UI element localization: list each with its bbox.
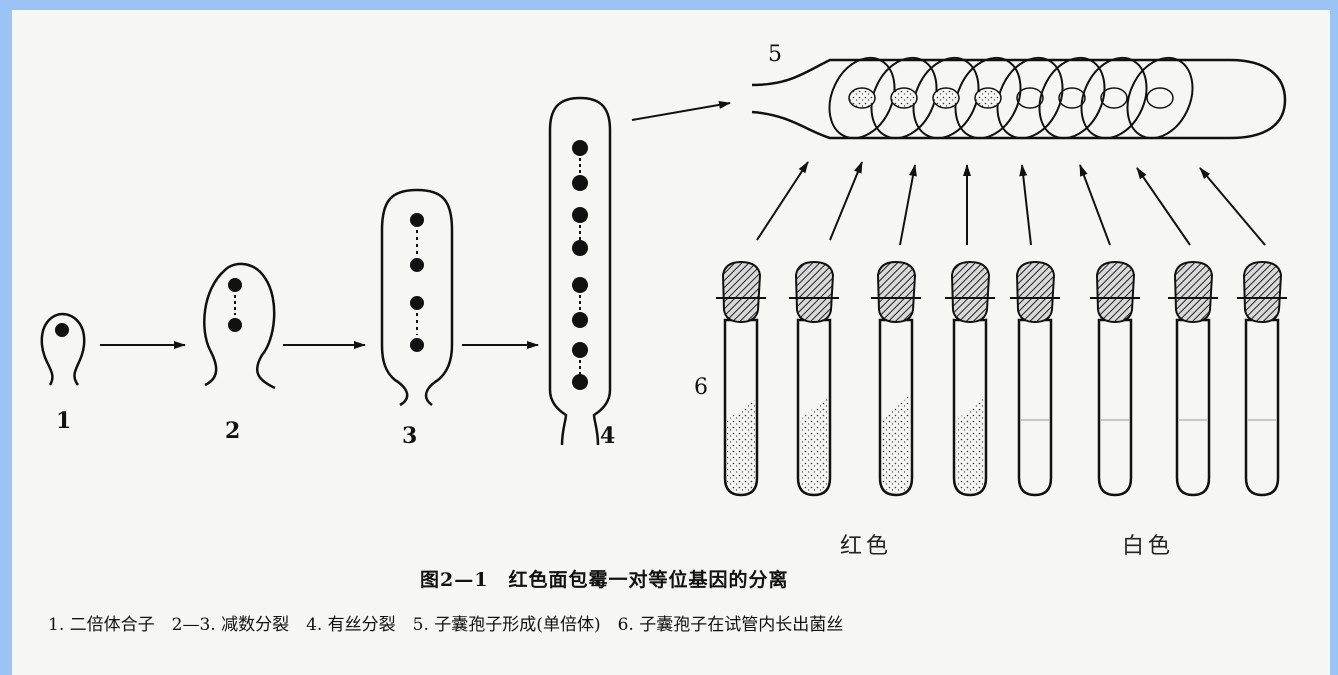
mitosis-cell-4 <box>550 98 610 445</box>
ascus-with-spores <box>752 47 1285 148</box>
zygote-cell <box>42 314 84 385</box>
test-tube-red-3 <box>871 262 921 495</box>
figure-legend: 1. 二倍体合子 2—3. 减数分裂 4. 有丝分裂 5. 子囊孢子形成(单倍体… <box>48 610 843 635</box>
test-tube-white-1 <box>1010 262 1060 495</box>
tube-to-spore-arrows <box>757 162 1265 245</box>
white-color-label: 白色 <box>1122 528 1174 560</box>
stage-label-5: 5 <box>768 42 782 67</box>
stage-label-6: 6 <box>694 375 708 400</box>
test-tube-white-3 <box>1168 262 1218 495</box>
test-tube-red-1 <box>716 262 766 495</box>
test-tube-red-2 <box>789 262 839 495</box>
red-color-label: 红色 <box>840 528 892 560</box>
test-tube-red-4 <box>945 262 995 495</box>
meiosis-cell-2 <box>204 264 275 388</box>
stage-label-1: 1 <box>56 408 71 434</box>
arrow-4-5 <box>632 103 730 120</box>
meiosis-cell-3 <box>382 190 452 405</box>
stage-label-2: 2 <box>225 418 240 444</box>
figure-title: 图2—1 红色面包霉一对等位基因的分离 <box>420 565 788 592</box>
stage-label-4: 4 <box>600 423 615 449</box>
stage-label-3: 3 <box>402 423 417 449</box>
test-tube-white-4 <box>1237 262 1287 495</box>
test-tube-white-2 <box>1090 262 1140 495</box>
